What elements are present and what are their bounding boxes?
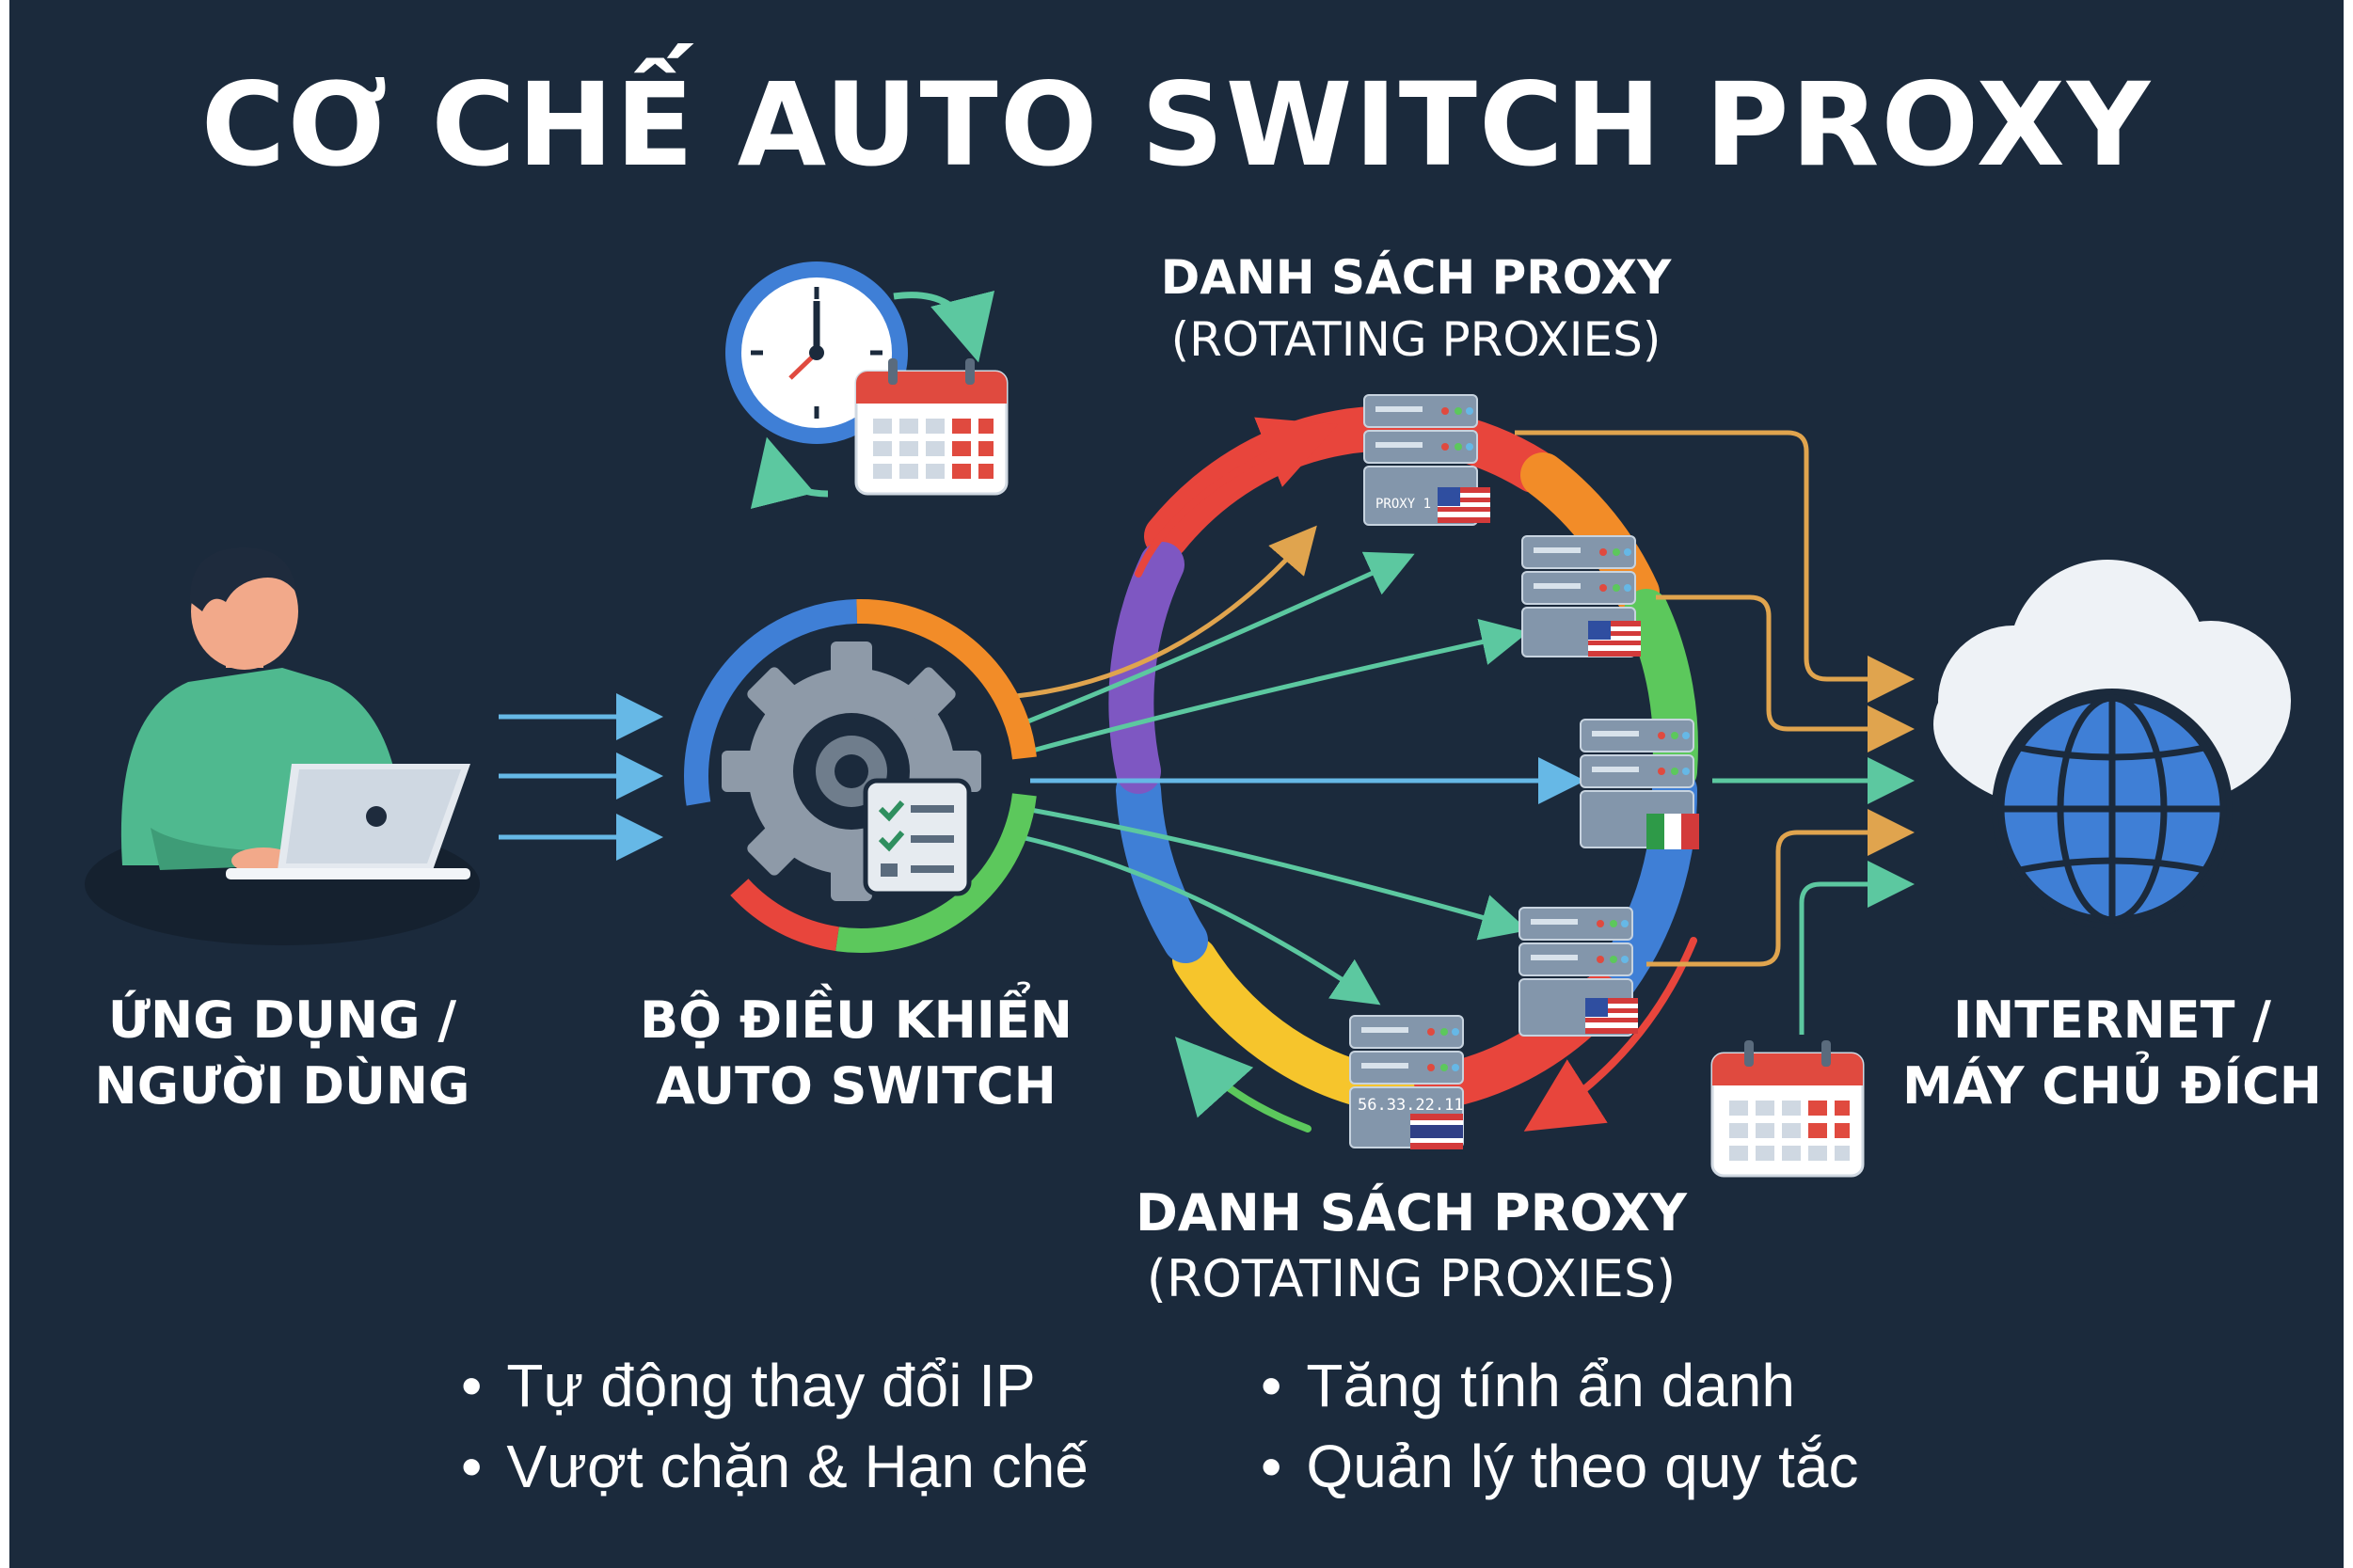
user-illustration (85, 546, 480, 945)
target-label-line1: INTERNET / (1952, 990, 2272, 1050)
rotation-ring (1108, 405, 1698, 1132)
feature-item: Tự động thay đổi IP (461, 1345, 1089, 1426)
diagram-canvas: PROXY 1 56.33.22.11 (9, 0, 2344, 1568)
user-label-line1: ỨNG DỤNG / (107, 990, 457, 1050)
proxy-server-us-2 (1521, 535, 1641, 657)
proxy-list-bottom-line1: DANH SÁCH PROXY (1136, 1183, 1687, 1243)
user-label: ỨNG DỤNG / NGƯỜI DÙNG (85, 988, 480, 1119)
calendar-icon (1710, 1038, 1865, 1178)
proxy-list-bottom-line2: (ROTATING PROXIES) (1146, 1249, 1677, 1308)
dispatch-arrows (1015, 525, 1585, 1006)
controller-label: BỘ ĐIỀU KHIỂN AUTO SWITCH (630, 988, 1082, 1119)
proxy-list-top-label: DANH SÁCH PROXY (ROTATING PROXIES) (1124, 246, 1708, 371)
server-tag: PROXY 1 (1375, 497, 1431, 512)
target-label: INTERNET / MÁY CHỦ ĐÍCH (1900, 988, 2324, 1119)
th-flag-icon (1410, 1114, 1463, 1149)
input-arrows (499, 693, 663, 861)
schedule-illustration (725, 261, 1009, 510)
diagram-title: CƠ CHẾ AUTO SWITCH PROXY (200, 58, 2153, 192)
it-flag-icon (1646, 814, 1699, 849)
feature-list-right: Tăng tính ẩn danh Quản lý theo quy tắc (1261, 1345, 1858, 1507)
proxy-list-top-line1: DANH SÁCH PROXY (1160, 250, 1672, 305)
diagram-graphics: PROXY 1 56.33.22.11 (85, 261, 2291, 1178)
outbound-arrows (1515, 430, 1915, 1035)
user-label-line2: NGƯỜI DÙNG (94, 1056, 470, 1116)
proxy-server-it-1 (1580, 719, 1699, 849)
feature-item: Quản lý theo quy tắc (1261, 1426, 1858, 1507)
feature-list-left: Tự động thay đổi IP Vượt chặn & Hạn chế (461, 1345, 1089, 1507)
feature-item: Tăng tính ẩn danh (1261, 1345, 1858, 1426)
us-flag-icon (1588, 621, 1641, 657)
proxy-server-th-1: 56.33.22.11 (1349, 1015, 1464, 1149)
feature-item: Vượt chặn & Hạn chế (461, 1426, 1088, 1507)
us-flag-icon (1585, 998, 1638, 1034)
proxy-server-us-1: PROXY 1 (1363, 394, 1490, 526)
controller-illustration (684, 599, 1038, 953)
us-flag-icon (1438, 487, 1490, 523)
proxy-server-us-3 (1518, 907, 1638, 1037)
target-label-line2: MÁY CHỦ ĐÍCH (1902, 1056, 2322, 1116)
controller-label-line2: AUTO SWITCH (656, 1056, 1057, 1116)
proxy-list-bottom-label: DANH SÁCH PROXY (ROTATING PROXIES) (1105, 1180, 1717, 1312)
server-tag: 56.33.22.11 (1358, 1096, 1464, 1115)
controller-label-line1: BỘ ĐIỀU KHIỂN (640, 990, 1073, 1050)
internet-globe-icon (1933, 560, 2291, 929)
proxy-list-top-line2: (ROTATING PROXIES) (1170, 312, 1661, 367)
